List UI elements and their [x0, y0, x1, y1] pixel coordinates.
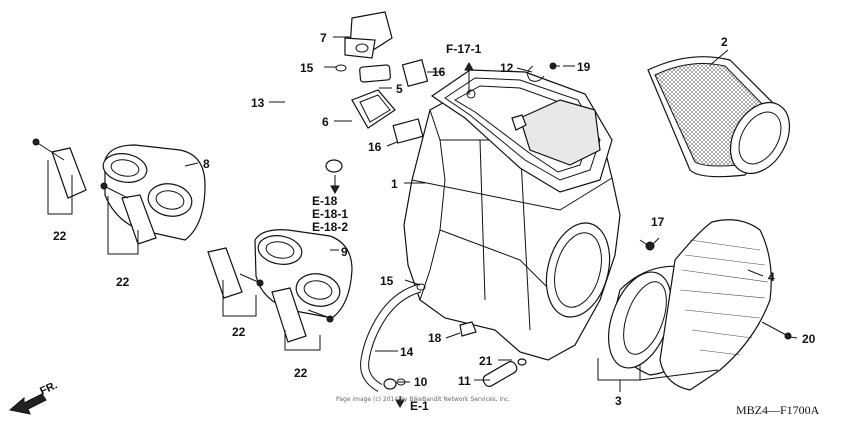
ref-f-17-1: F-17-1: [446, 42, 482, 56]
label-part-9: 9: [341, 245, 348, 259]
label-part-20: 20: [802, 332, 816, 346]
front-direction-indicator: FR.: [8, 379, 59, 415]
part-number-labels: 7 15 5 13 6 16 16 12 19 2 1 8 9 17 4 15 …: [53, 31, 816, 408]
reference-labels: F-17-1 E-18 E-18-1 E-18-2 E-1: [312, 42, 482, 413]
front-arrow-icon: [8, 393, 47, 415]
breather-hose-13: [283, 65, 343, 174]
label-part-17: 17: [651, 215, 665, 229]
copyright-notice: Page image (c) 2014 by BikeBandit Networ…: [336, 396, 510, 403]
label-part-15-bottom: 15: [380, 274, 394, 288]
housing-top-cover: [430, 69, 613, 193]
label-part-22-a: 22: [53, 229, 67, 243]
drain-hose-14: [360, 283, 422, 392]
diagram-code: MBZ4—F1700A: [736, 403, 820, 417]
insulator-9: [207, 229, 353, 343]
label-part-1: 1: [391, 177, 398, 191]
ref-e-18-2: E-18-2: [312, 220, 348, 234]
label-part-3: 3: [615, 394, 622, 408]
label-part-19: 19: [577, 60, 591, 74]
label-part-4: 4: [768, 270, 775, 284]
label-part-5: 5: [396, 82, 403, 96]
label-part-21: 21: [479, 354, 493, 368]
label-part-8: 8: [203, 157, 210, 171]
insulator-8: [51, 144, 206, 245]
label-part-6: 6: [322, 115, 329, 129]
label-part-16-bottom: 16: [368, 140, 382, 154]
label-part-22-b: 22: [116, 275, 130, 289]
label-part-10: 10: [414, 375, 428, 389]
ref-e-1: E-1: [410, 399, 429, 413]
label-part-16-top: 16: [432, 65, 446, 79]
label-part-7: 7: [320, 31, 327, 45]
small-parts-top: [344, 11, 429, 144]
label-part-15-top: 15: [300, 61, 314, 75]
label-part-14: 14: [400, 345, 414, 359]
leader-lines: [47, 36, 798, 409]
label-part-2: 2: [721, 35, 728, 49]
intake-duct: [545, 219, 772, 391]
label-part-11: 11: [458, 374, 471, 388]
bolts: [32, 62, 792, 387]
label-part-12: 12: [500, 61, 514, 75]
ref-e-18-1: E-18-1: [312, 207, 348, 221]
label-part-22-d: 22: [294, 366, 308, 380]
front-label: FR.: [38, 379, 59, 397]
label-part-22-c: 22: [232, 325, 246, 339]
label-part-18: 18: [428, 331, 442, 345]
air-filter-element: [647, 56, 791, 178]
ref-e-18: E-18: [312, 194, 338, 208]
label-part-13: 13: [251, 96, 265, 110]
